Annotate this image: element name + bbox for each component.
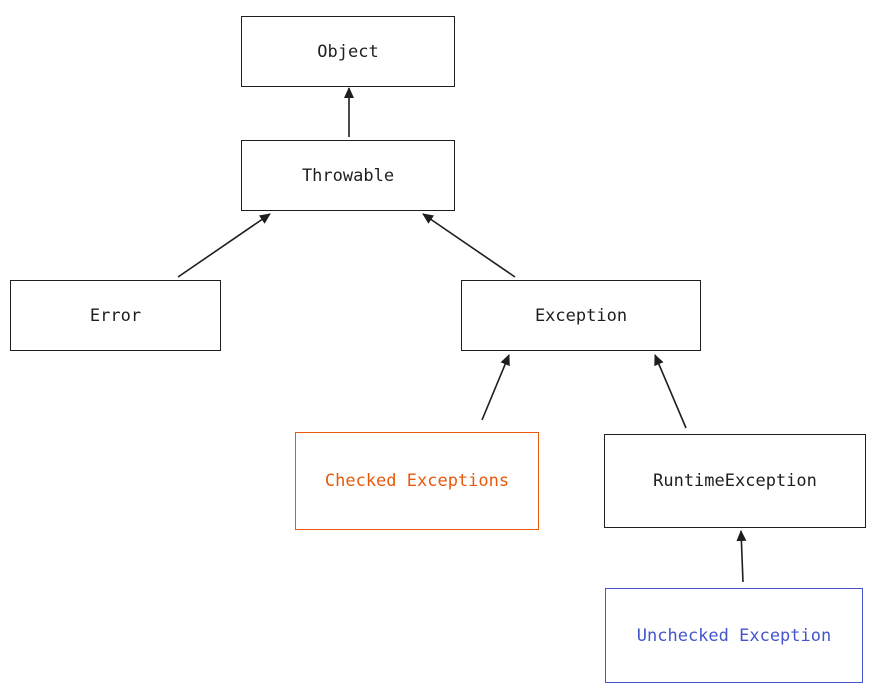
node-error: Error [10, 280, 221, 351]
node-checked-exceptions-label: Checked Exceptions [324, 471, 510, 491]
edge-checked-to-exception [481, 354, 510, 421]
node-throwable: Throwable [241, 140, 455, 211]
node-exception: Exception [461, 280, 701, 351]
node-runtime-exception-label: RuntimeException [653, 471, 817, 491]
edge-unchecked-to-runtime [736, 530, 747, 583]
node-unchecked-exception-label: Unchecked Exception [636, 625, 832, 646]
edge-error-to-throwable [177, 213, 271, 278]
node-exception-label: Exception [534, 305, 628, 326]
node-object: Object [241, 16, 455, 87]
edge-exception-to-throwable [422, 213, 516, 278]
node-checked-exceptions: Checked Exceptions [295, 432, 539, 530]
node-object-label: Object [317, 41, 379, 62]
node-error-label: Error [89, 305, 142, 326]
node-throwable-label: Throwable [301, 165, 395, 186]
node-runtime-exception: RuntimeException [604, 434, 866, 528]
edge-runtime-to-exception [654, 354, 687, 429]
node-unchecked-exception: Unchecked Exception [605, 588, 863, 683]
